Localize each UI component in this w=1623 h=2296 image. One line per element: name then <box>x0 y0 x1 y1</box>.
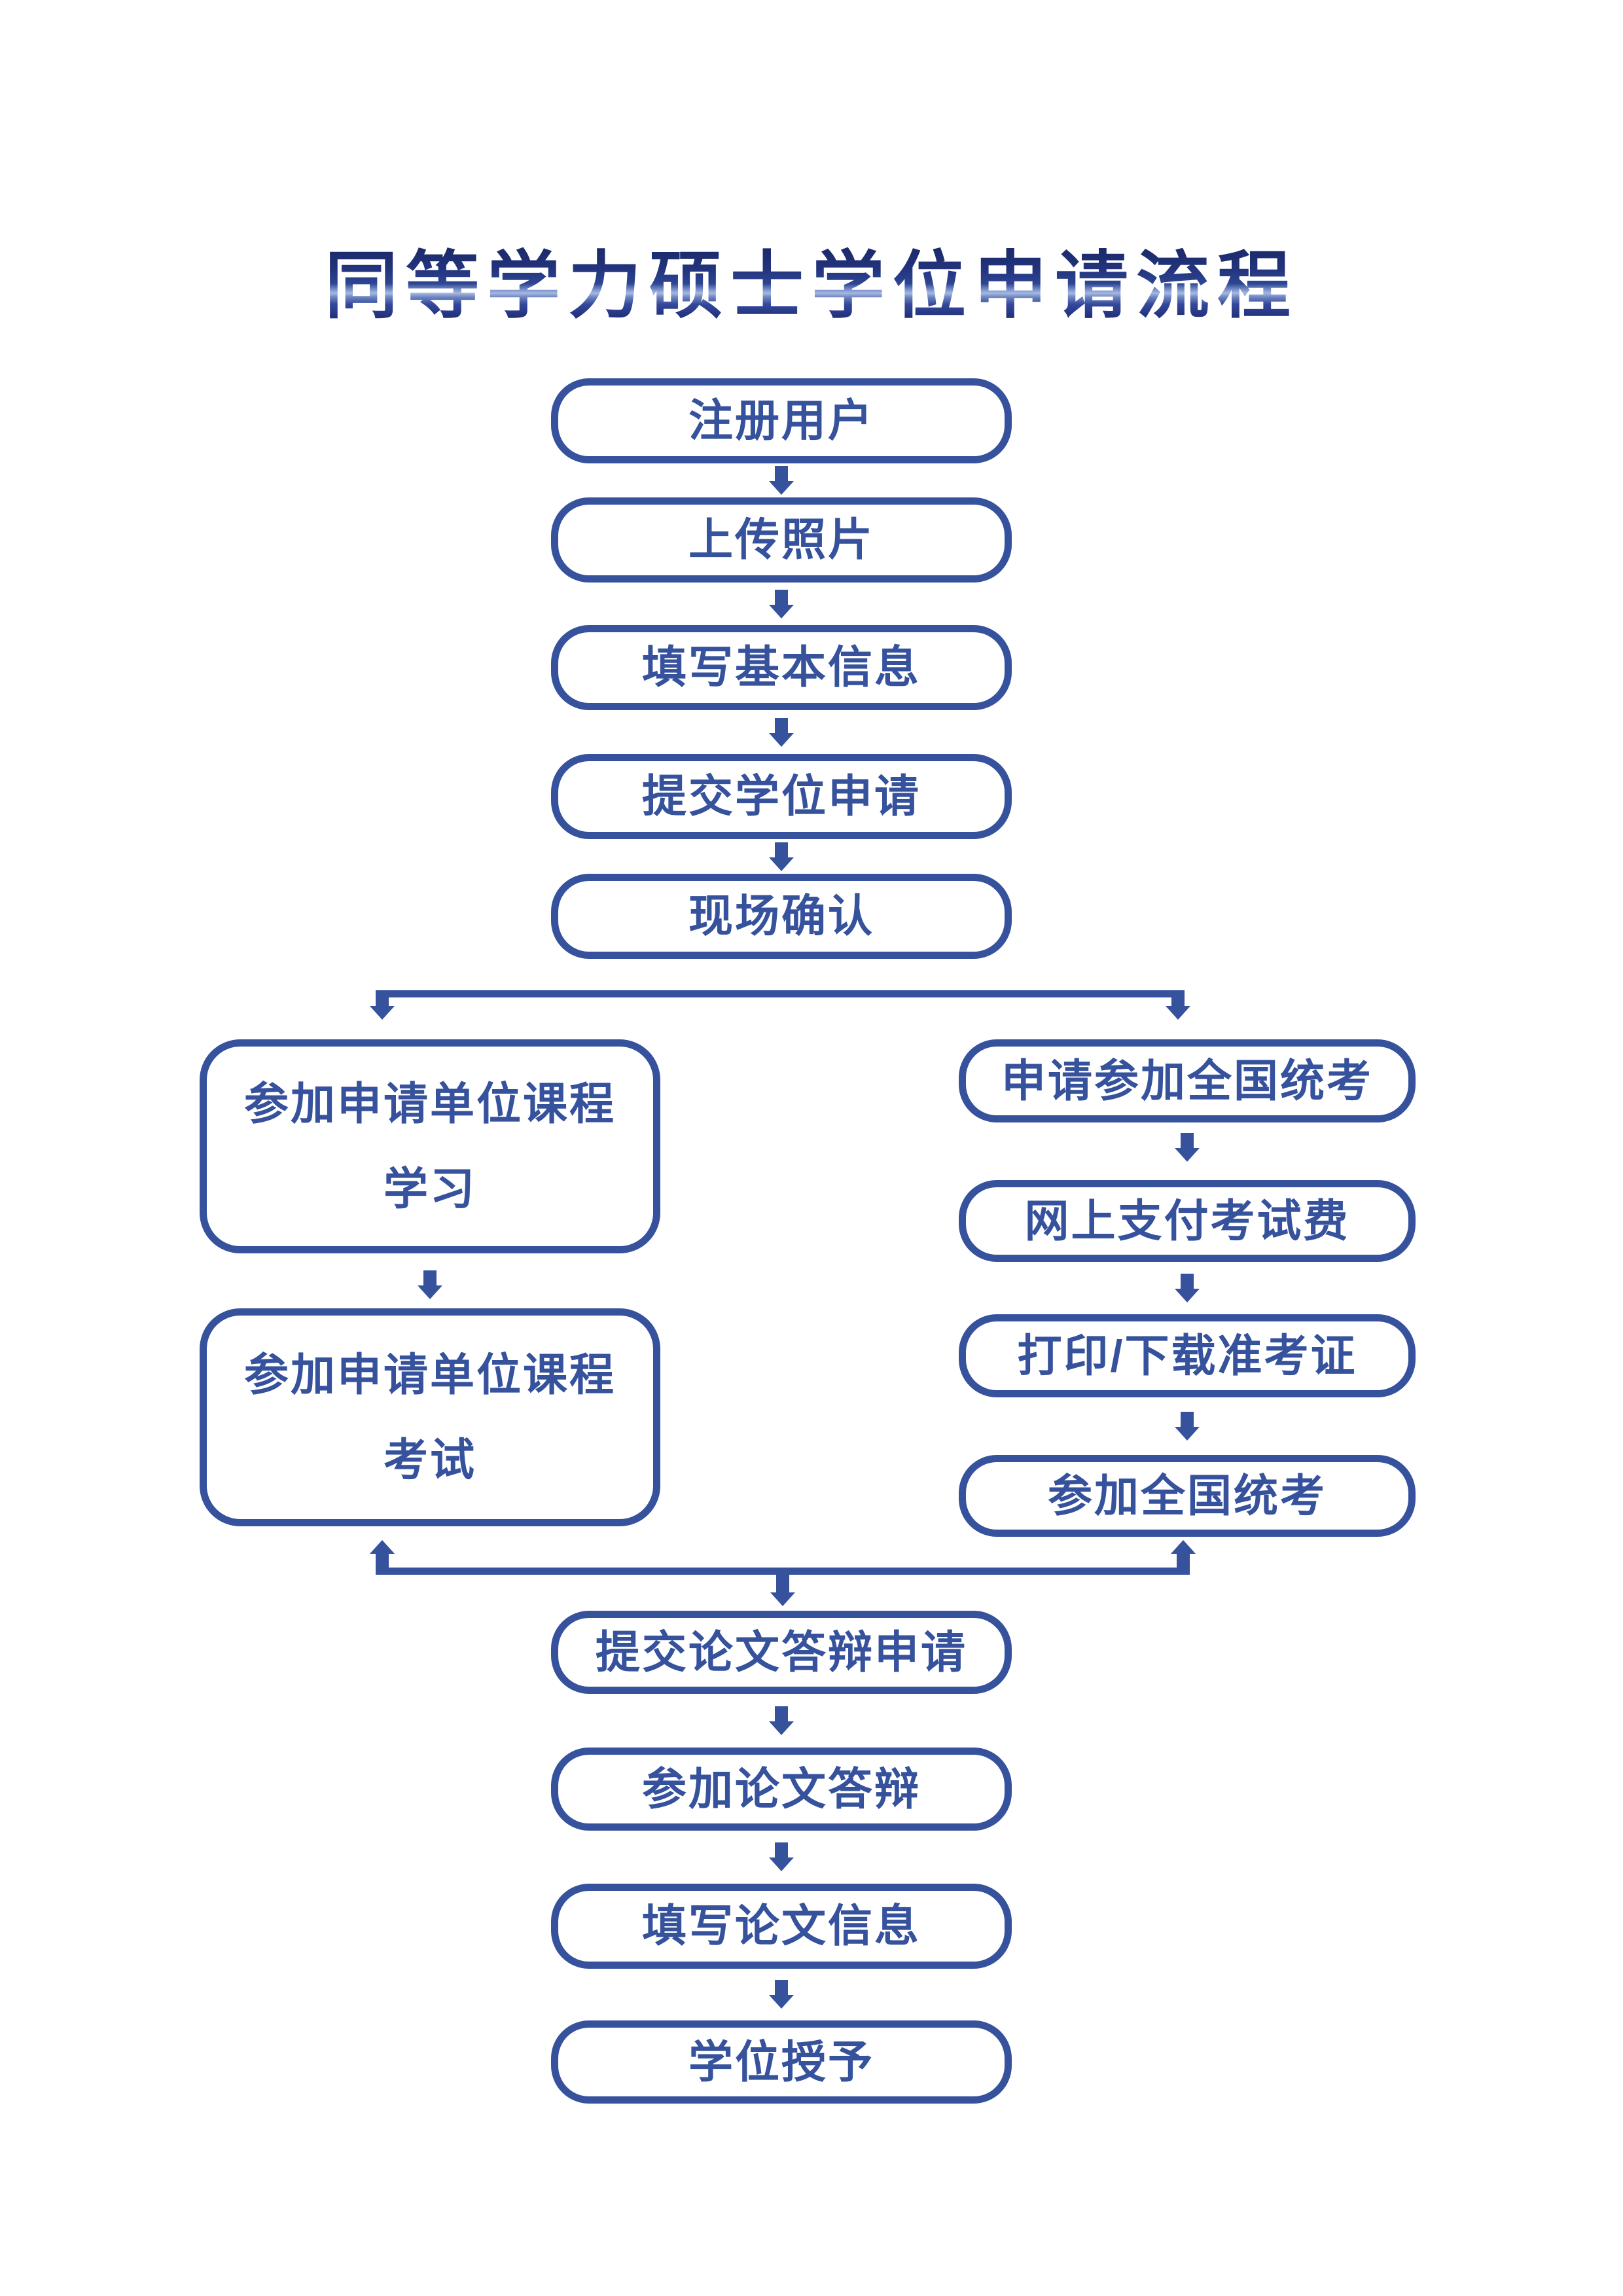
flow-node-onsite-confirmation: 现场确认 <box>551 874 1012 959</box>
flow-node-label: 学位授予 <box>688 2037 874 2087</box>
flow-node-take-national-exam: 参加全国统考 <box>959 1455 1416 1537</box>
flow-node-pay-exam-fee-online: 网上支付考试费 <box>959 1180 1416 1262</box>
flow-node-label: 打印/下载准考证 <box>1017 1331 1357 1381</box>
flow-arrow-down-icon <box>769 1706 794 1735</box>
flow-node-apply-national-exam: 申请参加全国统考 <box>959 1039 1416 1122</box>
flow-arrow-down-icon <box>769 1842 794 1871</box>
flow-node-submit-degree-application: 提交学位申请 <box>551 754 1012 839</box>
flow-node-label: 注册用户 <box>688 396 874 446</box>
flow-node-course-study: 参加申请单位课程 学习 <box>200 1039 660 1253</box>
flow-arrow-down-icon <box>769 718 794 747</box>
page-title: 同等学力硕士学位申请流程 <box>0 246 1623 326</box>
flow-arrow-down-icon <box>1175 1133 1200 1162</box>
flow-node-course-exam: 参加申请单位课程 考试 <box>200 1308 660 1526</box>
flow-node-label: 填写论文信息 <box>641 1901 921 1951</box>
flow-node-label: 上传照片 <box>688 515 874 565</box>
flow-node-label: 提交学位申请 <box>641 772 921 821</box>
flow-arrow-down-icon <box>1175 1274 1200 1302</box>
flow-node-print-admission-ticket: 打印/下载准考证 <box>959 1314 1416 1397</box>
flow-node-register-user: 注册用户 <box>551 378 1012 463</box>
flow-node-label: 网上支付考试费 <box>1024 1196 1350 1246</box>
flow-arrow-down-icon <box>769 590 794 619</box>
branch-split-arrow-left-icon <box>370 990 395 1020</box>
flow-node-label-line1: 参加申请单位课程 <box>243 1350 616 1400</box>
flow-node-fill-thesis-info: 填写论文信息 <box>551 1884 1012 1969</box>
branch-merge-arrow-right-icon <box>1171 1540 1196 1568</box>
flow-node-label-line2: 考试 <box>383 1435 476 1485</box>
flow-node-label: 填写基本信息 <box>641 643 921 692</box>
flow-node-attend-thesis-defense: 参加论文答辩 <box>551 1748 1012 1831</box>
flow-arrow-down-icon <box>769 1980 794 2009</box>
flow-arrow-down-icon <box>1175 1412 1200 1441</box>
flow-arrow-down-icon <box>769 466 794 495</box>
flow-node-upload-photo: 上传照片 <box>551 497 1012 583</box>
branch-split-line <box>376 990 1185 997</box>
branch-merge-line <box>376 1568 1190 1575</box>
flow-arrow-down-icon <box>769 842 794 871</box>
flow-node-label: 提交论文答辩申请 <box>595 1627 967 1677</box>
branch-split-arrow-right-icon <box>1166 990 1190 1020</box>
flow-node-submit-thesis-defense-application: 提交论文答辩申请 <box>551 1611 1012 1694</box>
flow-node-label: 申请参加全国统考 <box>1001 1056 1373 1106</box>
branch-merge-arrow-left-icon <box>370 1540 395 1568</box>
flow-node-label: 参加全国统考 <box>1047 1471 1327 1521</box>
flow-arrow-down-icon <box>418 1270 442 1299</box>
flow-node-label-line2: 学习 <box>383 1164 476 1214</box>
flow-node-label: 参加论文答辩 <box>641 1764 921 1814</box>
flow-node-degree-conferral: 学位授予 <box>551 2020 1012 2104</box>
flow-node-label-line1: 参加申请单位课程 <box>243 1079 616 1129</box>
branch-merge-arrow-down-icon <box>770 1575 795 1606</box>
flow-node-fill-basic-info: 填写基本信息 <box>551 625 1012 710</box>
flow-node-label: 现场确认 <box>688 891 874 941</box>
